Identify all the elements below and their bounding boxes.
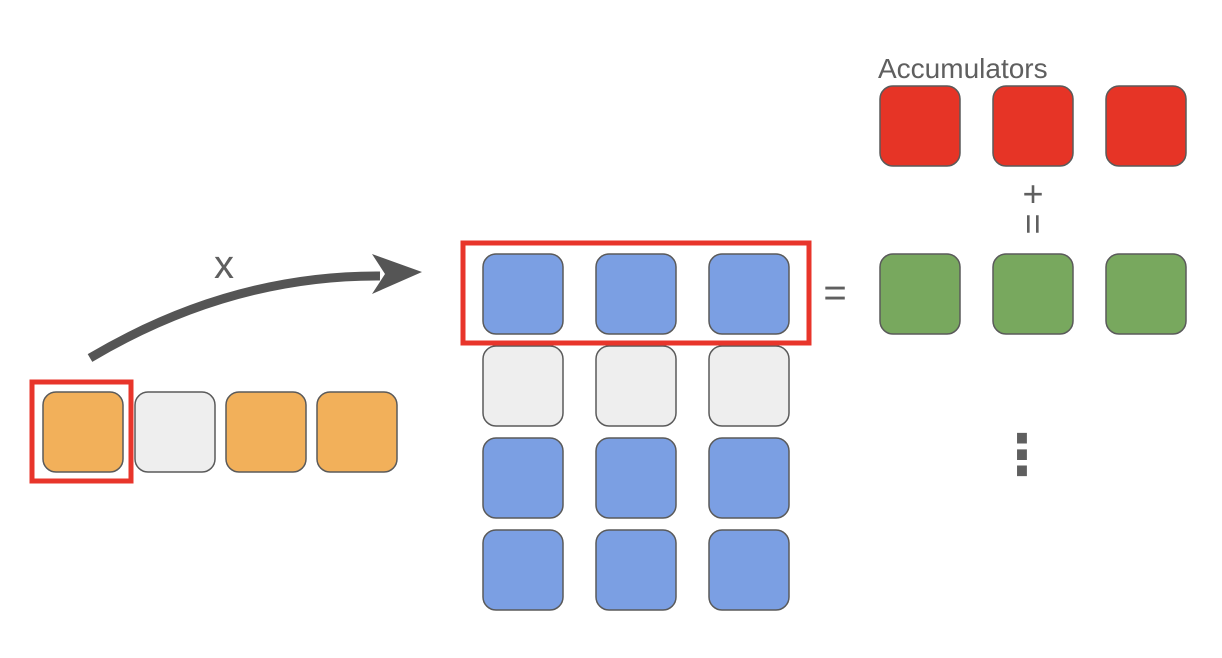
matrix-cell: [482, 345, 564, 427]
matrix-row: [482, 437, 790, 519]
matrix-cell: [482, 253, 564, 335]
matrix-cell: [708, 253, 790, 335]
multiply-arrow: [87, 271, 381, 362]
accumulator-row: [879, 85, 1187, 167]
matrix-row-highlight: [460, 240, 812, 346]
matrix-cell: [708, 529, 790, 611]
vector-element-highlight: [29, 379, 134, 484]
ellipsis-icon: ⋮: [994, 423, 1050, 486]
accumulators-label: Accumulators: [878, 53, 1048, 84]
matrix-cell: [595, 529, 677, 611]
vector-cell: [42, 391, 124, 473]
vertical-equals-symbol: =: [1013, 213, 1054, 234]
matrix-cell: [708, 437, 790, 519]
accumulator-cell: [1105, 85, 1187, 167]
vector-cell: [225, 391, 307, 473]
plus-symbol: +: [1022, 173, 1043, 214]
arrow-head-icon: [372, 254, 422, 294]
accumulator-cell: [879, 85, 961, 167]
matrix-row: [482, 345, 790, 427]
matrix-row: [482, 529, 790, 611]
matrix-cell: [482, 437, 564, 519]
equals-symbol: =: [823, 271, 846, 315]
input-vector: [42, 391, 398, 473]
matrix-row: [482, 253, 790, 335]
matrix-cell: [595, 345, 677, 427]
matrix-cell: [595, 437, 677, 519]
result-row: [879, 253, 1187, 335]
matrix-cell: [482, 529, 564, 611]
vector-cell: [316, 391, 398, 473]
vector-cell: [134, 391, 216, 473]
result-cell: [1105, 253, 1187, 335]
matrix-cell: [595, 253, 677, 335]
result-cell: [992, 253, 1074, 335]
multiply-symbol: x: [214, 243, 234, 287]
matrix-cell: [708, 345, 790, 427]
result-cell: [879, 253, 961, 335]
matrix: [482, 253, 790, 611]
accumulator-cell: [992, 85, 1074, 167]
